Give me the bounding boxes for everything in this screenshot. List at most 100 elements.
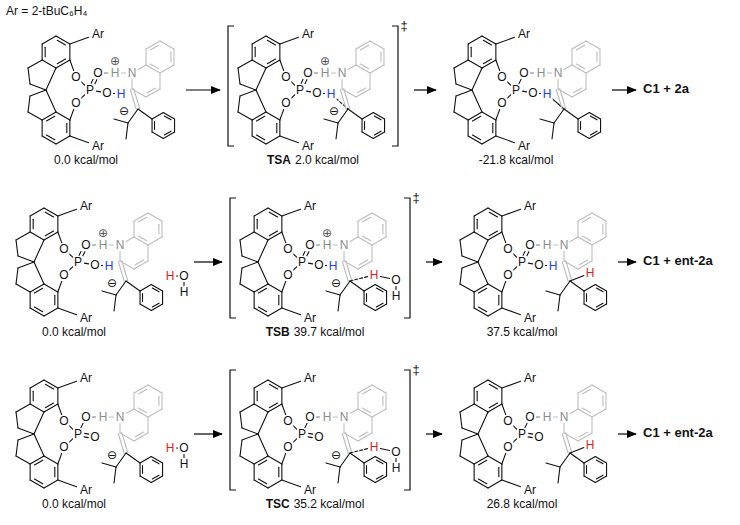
bond-line: [478, 307, 486, 312]
reaction-arrow: [194, 261, 222, 262]
bond-line: [45, 384, 53, 389]
bond-line: [591, 245, 592, 261]
bond-line: [34, 288, 42, 293]
bond-line: [356, 89, 370, 97]
atom-label: N: [339, 411, 350, 423]
bond-line: [344, 88, 350, 108]
bond-line: [266, 36, 280, 44]
proton-label: H: [165, 270, 176, 282]
bond-line: [268, 284, 282, 292]
proton-label: H: [165, 442, 176, 454]
ts-bracket: [392, 26, 398, 146]
bond-line: [44, 232, 58, 240]
bond-line: [58, 232, 62, 243]
bond-line: [33, 219, 34, 228]
bond-line: [57, 292, 58, 308]
bond-line: [28, 60, 42, 68]
bond-line: [460, 404, 474, 412]
bond-line: [147, 245, 148, 261]
bond-line: [592, 409, 606, 417]
final-products: C1 + 2a: [640, 79, 692, 98]
aryl-label: Ar: [523, 200, 537, 212]
bond-line: [170, 52, 171, 61]
charge-sign: ⊕: [97, 227, 109, 239]
bond-line: [528, 263, 532, 265]
charge-sign: ⊖: [106, 449, 118, 461]
atom-label: O: [533, 431, 544, 443]
bond-line: [281, 388, 282, 404]
bond-line: [358, 237, 372, 245]
bond-line: [145, 49, 146, 65]
bond-line: [281, 216, 282, 232]
bond-line: [372, 409, 386, 417]
atom-label: N: [339, 239, 350, 251]
bond-line: [152, 303, 159, 307]
bond-line: [358, 213, 372, 221]
bond-line: [350, 409, 358, 414]
bond-line: [18, 256, 34, 262]
transition-state: ArArOOPOOHN⊖HOH‡TSC35.2 kcal/mol: [226, 366, 422, 516]
bond-line: [140, 285, 151, 292]
bond-line: [582, 389, 590, 394]
bond-line: [386, 463, 387, 476]
bond-line: [140, 457, 151, 464]
atom-label: P: [295, 84, 305, 96]
bond-line: [357, 393, 358, 409]
bond-line: [502, 232, 506, 243]
bond-line: [266, 112, 280, 120]
atom-label: O: [524, 411, 535, 423]
bond-line: [356, 65, 370, 73]
bond-line: [30, 90, 46, 96]
bond-line: [93, 416, 97, 417]
bond-line: [454, 112, 468, 120]
bond-line: [578, 409, 592, 417]
bond-line: [478, 262, 488, 284]
bond-line: [54, 467, 55, 476]
bond-line: [122, 432, 128, 452]
bond-line: [599, 49, 600, 65]
bond-line: [596, 303, 603, 307]
bond-line: [375, 476, 386, 483]
atom-label: O: [502, 269, 513, 281]
bond-line: [102, 463, 116, 467]
product-label: C1 + ent-2a: [640, 251, 716, 270]
bond-line: [240, 456, 254, 464]
species-structure: ArArOOPOOHNH26.8 kcal/mol: [446, 366, 614, 516]
bond-line: [126, 281, 140, 291]
bond-line: [28, 68, 30, 84]
bond-line: [324, 119, 338, 123]
bond-line: [66, 123, 67, 132]
bond-line: [139, 463, 140, 476]
bond-line: [135, 260, 143, 265]
bond-line: [558, 467, 560, 483]
bond-line: [34, 434, 44, 456]
bond-line: [570, 447, 584, 453]
bond-line: [252, 136, 266, 144]
bond-line: [366, 294, 367, 302]
bond-line: [498, 295, 499, 304]
atom-label: P: [73, 256, 83, 268]
bond-line: [350, 281, 364, 291]
bond-line: [478, 460, 486, 465]
bond-line: [595, 285, 606, 292]
bond-line: [238, 96, 240, 112]
bond-line: [376, 460, 383, 464]
bond-line: [584, 285, 595, 292]
proton-label: H: [104, 260, 115, 272]
reaction-arrow: [612, 89, 636, 90]
bond-line: [372, 385, 386, 393]
proton-label: H: [548, 260, 559, 272]
bond-line: [474, 464, 475, 480]
bond-line: [16, 456, 30, 464]
bond-line: [474, 208, 488, 216]
bond-line: [546, 291, 560, 295]
bond-line: [126, 453, 140, 463]
bond-line: [152, 460, 159, 464]
bond-line: [370, 41, 384, 49]
bond-line: [570, 453, 584, 463]
bond-line: [357, 88, 365, 93]
atom-label: O: [282, 243, 293, 255]
energy-line: TSC35.2 kcal/mol: [264, 497, 367, 511]
bond-line: [482, 112, 496, 120]
bond-line: [468, 136, 482, 144]
